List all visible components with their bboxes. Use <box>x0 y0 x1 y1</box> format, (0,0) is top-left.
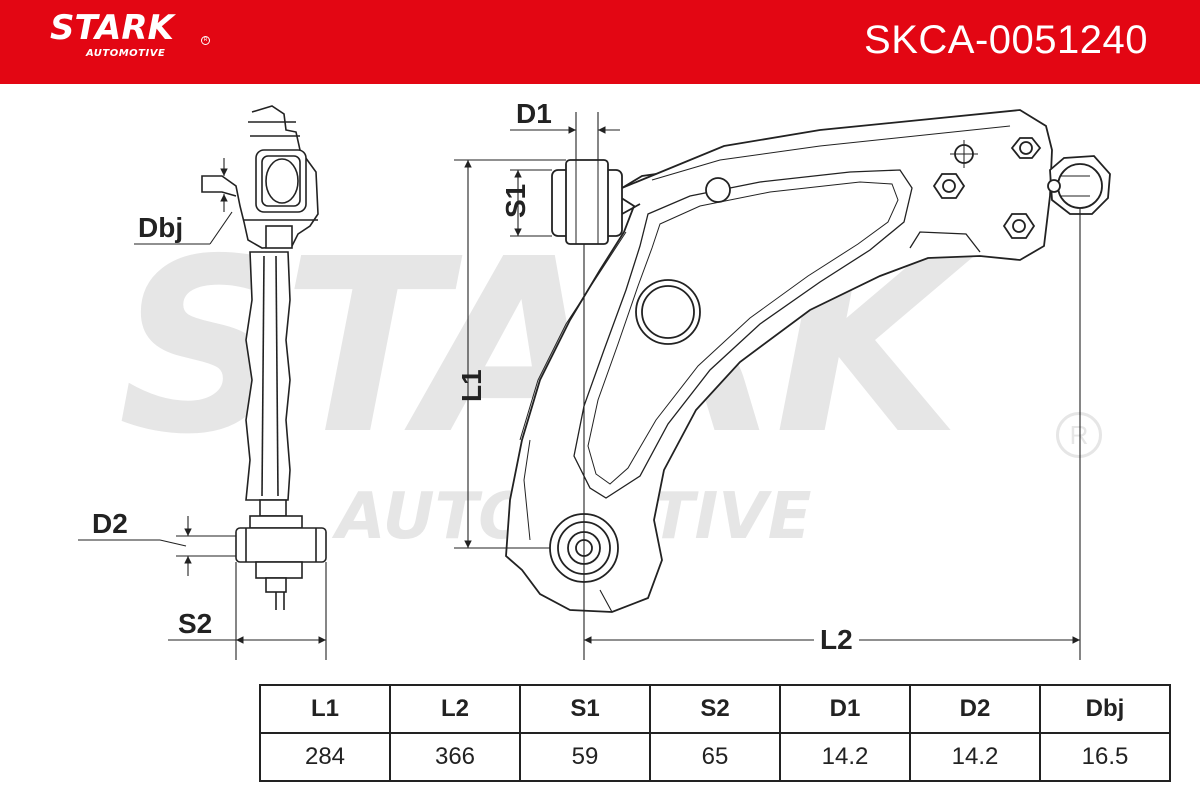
label-d1: D1 <box>516 98 552 129</box>
spec-table: L1 L2 S1 S2 D1 D2 Dbj 284 366 59 65 14.2… <box>259 684 1171 782</box>
brand-sub: AUTOMOTIVE <box>86 48 166 59</box>
spec-header-d1: D1 <box>779 684 911 734</box>
front-view <box>505 109 1111 613</box>
label-l2: L2 <box>814 624 859 656</box>
spec-value-l1: 284 <box>259 732 391 782</box>
spec-header-d2: D2 <box>909 684 1041 734</box>
spec-header-l1: L1 <box>259 684 391 734</box>
part-number: SKCA-0051240 <box>864 18 1148 62</box>
spec-table-header-row: L1 L2 S1 S2 D1 D2 Dbj <box>259 684 1171 734</box>
brand-name: STARK <box>50 8 174 48</box>
spec-value-s2: 65 <box>649 732 781 782</box>
header-bar: STARK AUTOMOTIVE R SKCA-0051240 <box>0 0 1200 84</box>
brand-logo: STARK AUTOMOTIVE R <box>50 8 210 59</box>
label-dbj: Dbj <box>138 212 184 243</box>
spec-header-dbj: Dbj <box>1039 684 1171 734</box>
front-view-dimensions <box>454 112 1081 660</box>
spec-header-s2: S2 <box>649 684 781 734</box>
spec-header-s1: S1 <box>519 684 651 734</box>
label-s1: S1 <box>500 183 531 218</box>
spec-value-dbj: 16.5 <box>1039 732 1171 782</box>
side-view <box>201 105 327 610</box>
spec-table-value-row: 284 366 59 65 14.2 14.2 16.5 <box>259 732 1171 782</box>
spec-value-l2: 366 <box>389 732 521 782</box>
spec-value-d2: 14.2 <box>909 732 1041 782</box>
label-l1: L1 <box>456 369 487 402</box>
side-view-dimensions <box>78 158 327 660</box>
label-s2: S2 <box>178 608 213 639</box>
label-d2: D2 <box>92 508 128 539</box>
spec-value-d1: 14.2 <box>779 732 911 782</box>
spec-header-l2: L2 <box>389 684 521 734</box>
spec-value-s1: 59 <box>519 732 651 782</box>
registered-icon: R <box>201 36 210 45</box>
